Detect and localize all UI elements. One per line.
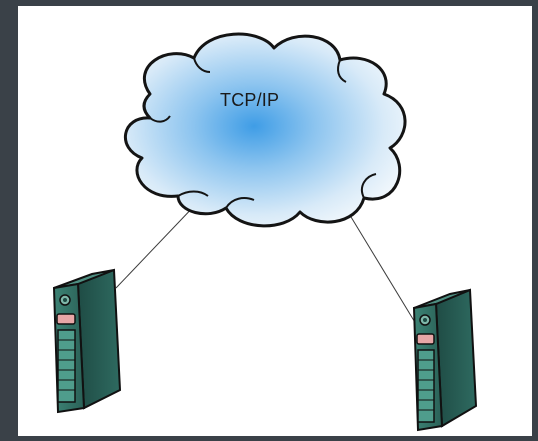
cloud-label: TCP/IP [220, 90, 280, 110]
right-server-icon [412, 288, 478, 432]
tcp-ip-cloud [124, 32, 407, 228]
link-left [115, 201, 199, 289]
network-diagram [52, 32, 478, 432]
diagram-canvas: TCP/IP [18, 6, 532, 436]
left-server-icon [52, 268, 122, 414]
link-right [347, 211, 417, 325]
